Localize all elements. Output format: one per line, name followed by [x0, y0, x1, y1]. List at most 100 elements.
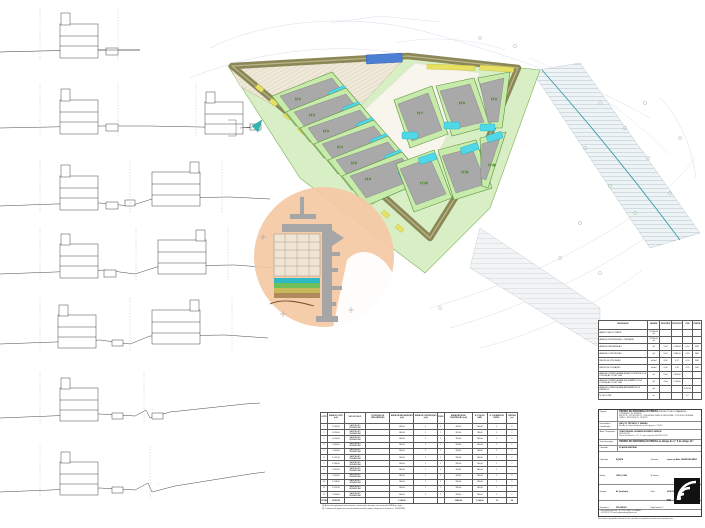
- project-phase: PEDIDO DE INFORMAÇÃO PRÉVIA ao abrigo do…: [619, 441, 694, 444]
- tb-field-value: 1/500 | 1/200: [616, 474, 628, 477]
- project-sub3: PRÉDIO - DESCRIÇÃO N.º 1253/2021: [619, 418, 648, 420]
- title-block: Projecto PEDIDO DE INFORMAÇÃO PRÉVIA (PR…: [598, 409, 702, 517]
- summary-cell-r6c0: ÁREA DE CEDÊNCIA PARA ESPAÇOS VERDES E D…: [597, 371, 649, 379]
- summary-header-0: DESIGNAÇÃO: [597, 320, 649, 330]
- title-block-footer: Licenciamento de obras - Nº 17.924 - ARQ…: [599, 508, 701, 516]
- lot-total-cell-0: TOTAL: [319, 497, 329, 505]
- summary-header-1: UNIDADE: [647, 320, 661, 330]
- summary-cell-r3c1: m2: [647, 350, 661, 358]
- summary-cell-r1c0: ÁREA DE INTERVENÇÃO / OPERAÇÃO: [597, 336, 649, 344]
- summary-cell-r4c5: SIM: [691, 357, 703, 365]
- section-annotation: +: [158, 483, 160, 485]
- lot-label: LT 7: [417, 111, 423, 115]
- tb-field-value: A1 (entelado): [616, 491, 628, 494]
- table-row: ÁREA DE CEDÊNCIA PARA ESPAÇOS VERDES E D…: [597, 371, 703, 379]
- lot-10: LT 10: [395, 149, 453, 213]
- lot-total-cell-3: [365, 497, 391, 505]
- summary-cell-r0c1: 22.480,00 m2: [647, 329, 661, 337]
- lot-label: LT 9: [491, 97, 497, 101]
- footer-line-1: Licenciamento de obras - Nº 17.924 - ARQ…: [600, 510, 641, 512]
- cross-section-4: [0, 228, 276, 282]
- tb-key-autor-tecnico: Desenhador / Coordenador: [599, 422, 618, 430]
- lot-12: LT 12: [479, 131, 507, 189]
- lot-total-cell-7: 3.840,00: [443, 497, 474, 505]
- tb-field-desenho-num: Desenho n.º PIP-04/2022: [599, 501, 650, 516]
- tb-field-desenho: Desenho Lopes da Maia, JAVIER RICARDO: [650, 452, 701, 469]
- lot-table-header-5: ÁREA DE CONSTRUÇÃO (m2): [413, 412, 438, 424]
- lot-table-header-10: CÉRCEA (m): [505, 412, 519, 424]
- summary-cell-r8c1: m2: [647, 385, 661, 393]
- summary-cell-r9c5: [691, 392, 703, 400]
- summary-cell-r7c0: ÁREA DE CEDÊNCIA PARA EQUIPAMENTOS DE UT…: [597, 378, 649, 386]
- cross-section-2: [0, 84, 262, 136]
- table-row: ÁREA DE CEDÊNCIA PARA ARRUAMENTOS E PASS…: [597, 385, 703, 393]
- lot-group-b: LT 7 LT 8 LT 9: [393, 71, 511, 149]
- table-row: ÁREA DE CEDÊNCIA PARA EQUIPAMENTOS DE UT…: [597, 378, 703, 386]
- tb-row-projecto: Projecto PEDIDO DE INFORMAÇÃO PRÉVIA (PR…: [599, 410, 701, 423]
- site-plan: LT 1 LT 2 LT 3 LT 4: [189, 15, 701, 349]
- summary-cell-r5c2: 0,00: [659, 364, 672, 372]
- project-title: PEDIDO DE INFORMAÇÃO PRÉVIA: [619, 411, 659, 413]
- summary-cell-r0c0: ÁREA TOTAL DO PRÉDIO: [597, 329, 649, 337]
- summary-cell-r3c4: 0,20: [682, 350, 693, 358]
- tb-field-key: Desenho: [650, 458, 658, 461]
- lot-table-header-0: LOTE: [319, 412, 329, 424]
- tb-field-reg-desenho: Reg.Desenh.n.º: [650, 501, 701, 516]
- equipment-block: [365, 52, 403, 65]
- tb-field-key: Reg.Desenh.n.º: [650, 507, 664, 510]
- section-annotation: +: [152, 409, 154, 411]
- tb-field-escala: Escala 1/500 | 1/200: [599, 468, 650, 485]
- lot-total-cell-8: 2.160,00: [472, 497, 488, 505]
- tb-row-autor-tecnico: Desenhador / Coordenador ARQ.TO TÉCNICO …: [599, 422, 701, 431]
- lot-label: LT 6: [365, 177, 371, 181]
- tb-fields-col-left: Projectista EQUIPA Escala 1/500 | 1/200 …: [599, 452, 650, 516]
- summary-cell-r4c0: ÍNDICE DE UTILIZAÇÃO: [597, 357, 649, 365]
- applicant-address: Rua de Sto. António, n.º 67, 2.º andar e…: [619, 436, 668, 438]
- summary-cell-r6c3: 2.810,00: [670, 371, 684, 379]
- summary-cell-r6c2: 0,00: [659, 371, 672, 379]
- cross-section-3: [0, 160, 271, 214]
- summary-cell-r5c4: 0,25: [682, 364, 693, 372]
- technician-name: ARQ.TO TÉCNICO F. FARIAS: [619, 423, 648, 426]
- cross-section-5: [0, 298, 269, 352]
- summary-cell-r2c2: 0,00: [659, 343, 672, 351]
- summary-header-4: PDM: [682, 320, 693, 330]
- summary-cell-r8c3: [670, 385, 684, 393]
- summary-cell-r9c2: [659, 392, 672, 400]
- north-arrow-icon: [228, 119, 263, 137]
- summary-cell-r8c2: [659, 385, 672, 393]
- technician-registration: Membro da Ordem dos Arquitectos Portugue…: [619, 426, 663, 428]
- summary-cell-r5c1: m2/m2: [647, 364, 661, 372]
- summary-cell-r9c4: 12: [682, 392, 693, 400]
- summary-cell-r6c1: m2: [647, 371, 661, 379]
- tb-value-fase: PEDIDO DE INFORMAÇÃO PRÉVIA ao abrigo do…: [618, 440, 701, 445]
- tb-field-key: Escala: [599, 474, 606, 477]
- tb-row-conteudo: Conteúdo PLANTA SÍNTESE: [599, 446, 701, 452]
- applicant-name: JOÃO MIGUEL SOARES RICARDO GRAÇA: [619, 431, 662, 434]
- drawing-number: 003: [666, 499, 671, 502]
- summary-cell-r7c1: m2: [647, 378, 661, 386]
- cross-section-1: [0, 8, 140, 60]
- tb-key-projecto: Projecto: [599, 410, 618, 422]
- tb-field-key: Nº interno: [650, 474, 659, 477]
- summary-cell-r2c5: SIM: [691, 343, 703, 351]
- lot-table-header-1: ÁREA DO LOTE (m2): [327, 412, 345, 424]
- summary-cell-r0c2: [659, 329, 672, 337]
- tb-value-projecto: PEDIDO DE INFORMAÇÃO PRÉVIA (PROJECTO DE…: [618, 410, 701, 421]
- summary-cell-r4c3: 0,17: [670, 357, 684, 365]
- summary-cell-r0c3: [670, 329, 684, 337]
- lot-table-header-8: Nº FOGOS / UNID.: [472, 412, 488, 424]
- project-sub2: ARTIGO N.º 1253 SECÇÃO "B" - FREGUESIA /…: [619, 416, 694, 418]
- lot-table-note-1: (2) O número de lugares de estacionament…: [322, 507, 406, 510]
- tb-row-fase: Fase do projecto PEDIDO DE INFORMAÇÃO PR…: [599, 440, 701, 447]
- summary-cell-r8c5: [691, 385, 703, 393]
- lot-total-cell-4: 2.160,00: [389, 497, 415, 505]
- lot-label: LT 3: [323, 129, 329, 133]
